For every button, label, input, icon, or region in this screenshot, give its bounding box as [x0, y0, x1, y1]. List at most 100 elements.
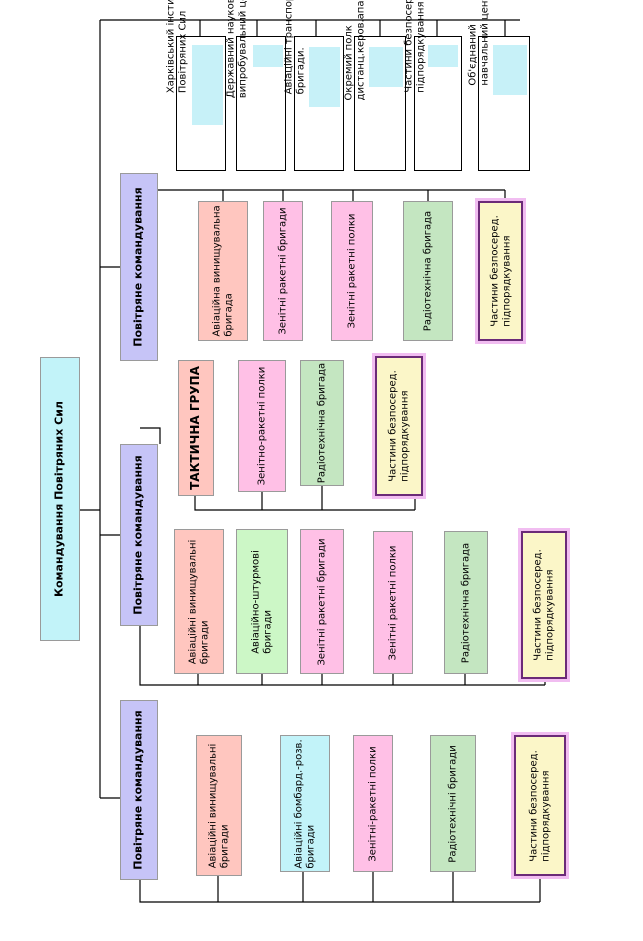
box-text-line: навчальний центр	[479, 0, 490, 86]
box-text-line: випробувальний центр	[237, 0, 248, 99]
box-label: Частини безпосеред.підпорядкування	[388, 370, 411, 482]
box-text-line: Зенітні-ракетні полки	[367, 745, 379, 862]
text-highlight	[369, 47, 403, 87]
box-text-line: Зенітні ракетні полки	[387, 545, 399, 660]
box-label: Державний науково-випробувальний центр	[226, 0, 249, 98]
box-text-line: Авіаційні транспортні	[283, 0, 295, 95]
command-3-title: Повітряне командування	[131, 710, 145, 870]
box-text-line: Окремий полк	[343, 25, 355, 101]
command-1-unit: Зенітні ракетні бригади	[263, 201, 303, 341]
command-3-unit: Зенітні-ракетні полки	[353, 735, 393, 872]
box-text-line: Державний науково-	[225, 0, 237, 99]
text-highlight	[192, 45, 223, 125]
text-highlight	[428, 45, 458, 67]
command-3-unit: Частини безпосеред.підпорядкування	[514, 735, 566, 876]
command-2-unit: Частини безпосеред.підпорядкування	[521, 531, 567, 679]
box-text-line: Частини безпосеред.	[403, 0, 415, 93]
box-label: Зенітні-ракетні полки	[367, 746, 379, 861]
box-text-line: Зенітні ракетні бригади	[277, 207, 289, 335]
box-text-line: підпорядкування	[399, 390, 410, 482]
box-text-line: Авіаційні винищувальні	[207, 743, 219, 868]
top-unit-state-test-center: Державний науково-випробувальний центр	[226, 0, 286, 171]
box-text-line: Зенітно-ракетні полки	[256, 366, 268, 486]
box-label: Зенітно-ракетні полки	[256, 367, 268, 486]
box-text-line: Зенітні ракетні полки	[346, 213, 358, 329]
box-label: Радіотехнічна бригада	[460, 542, 472, 662]
box-text-line: Авіаційно-штурмові	[250, 549, 262, 654]
box-label: Радіотехнічні бригади	[447, 745, 459, 862]
box-text-line: Частини безпосеред.	[489, 215, 500, 327]
box-text-line: бригади	[262, 609, 273, 654]
box-label: Частини безпосеред.підпорядкування	[489, 215, 512, 327]
box-label: Зенітні ракетні бригади	[277, 208, 289, 335]
box-text-line: Частини безпосеред.	[528, 749, 540, 862]
box-text-line: бригади	[219, 823, 230, 868]
box-label: Зенітні ракетні полки	[387, 545, 399, 660]
box-label: Радіотехнічна бригада	[422, 211, 434, 331]
tactical-group-title: ТАКТИЧНА ГРУПА	[188, 366, 203, 490]
command-1-title: Повітряне командування	[131, 187, 145, 347]
command-2-unit: Радіотехнічна бригада	[444, 531, 488, 674]
box-text-line: Харківський інститут	[165, 0, 177, 94]
command-2-unit: Зенітні ракетні бригади	[300, 529, 344, 674]
box-label: Авіаційні бомбард.-розв.бригади	[294, 739, 317, 868]
command-2-box: Повітряне командування	[120, 444, 158, 626]
box-text-line: Авіаційна винищувальна	[211, 205, 223, 337]
box-text-line: Повітряних Сил	[177, 10, 188, 94]
text-highlight	[493, 45, 527, 95]
box-text-line: підпорядкування	[415, 1, 426, 93]
command-1-unit: Частини безпосеред.підпорядкування	[478, 201, 523, 341]
command-2-title: Повітряне командування	[131, 455, 145, 615]
box-text-line: Радіотехнічна бригада	[460, 542, 472, 663]
command-3-box: Повітряне командування	[120, 700, 158, 880]
text-highlight	[309, 47, 340, 107]
tactical-group-unit: Зенітно-ракетні полки	[238, 360, 286, 492]
box-label: Частини безпосеред.підпорядкування	[404, 0, 427, 93]
root-label: Командування Повітряних Сил	[52, 401, 66, 597]
box-text-line: Радіотехнічні бригади	[447, 744, 459, 863]
box-text-line: бригада	[223, 293, 234, 337]
tactical-group-box: ТАКТИЧНА ГРУПА	[178, 360, 214, 496]
box-text-line: Об'єднаний	[467, 24, 479, 86]
box-text-line: бригади	[199, 619, 210, 664]
box-label: Частини безпосеред.підпорядкування	[533, 549, 556, 661]
box-text-line: підпорядкування	[544, 569, 555, 661]
box-label: Частини безпосеред.підпорядкування	[529, 750, 552, 862]
command-1-unit: Радіотехнічна бригада	[403, 201, 453, 341]
box-text-line: бригади.	[295, 47, 306, 95]
command-1-unit: Зенітні ракетні полки	[331, 201, 373, 341]
box-text-line: Частини безпосеред.	[532, 549, 544, 661]
top-unit-direct-subordination: Частини безпосеред.підпорядкування	[404, 0, 462, 171]
box-text-line: Зенітні ракетні бригади	[316, 538, 328, 665]
box-text-line: підпорядкування	[500, 235, 512, 327]
box-text-line: Радіотехнічна бригада	[422, 210, 434, 332]
box-text-line: Частини безпосеред.	[387, 370, 399, 482]
box-label: Зенітні ракетні бригади	[316, 538, 328, 665]
box-label: Радіотехнічна бригада	[316, 363, 328, 483]
root-box: Командування Повітряних Сил	[40, 357, 80, 641]
text-highlight	[253, 45, 283, 67]
box-text-line: дистанц.керов.апаратів	[355, 0, 366, 101]
command-1-box: Повітряне командування	[120, 173, 158, 361]
box-text-line: бригади	[305, 824, 316, 869]
box-text-line: Авіаційні винищувальні	[187, 539, 199, 664]
command-3-unit: Радіотехнічні бригади	[430, 735, 476, 872]
